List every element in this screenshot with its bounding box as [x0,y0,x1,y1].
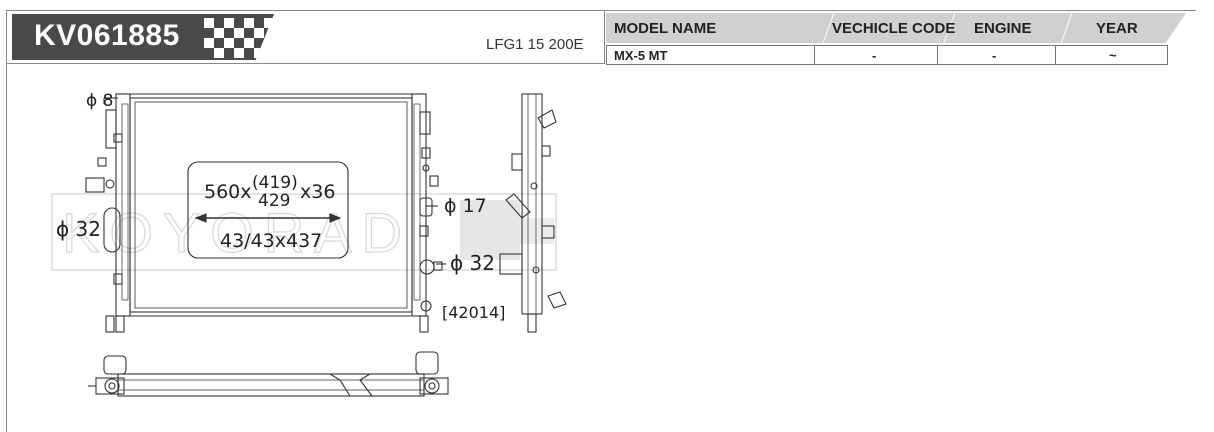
callout-right-lower: ϕ 32 [450,251,495,275]
header-vehicle-code: VECHICLE CODE [832,20,956,37]
callout-drain-code: [42014] [442,303,505,322]
cell-year: ~ [1109,48,1117,63]
engine-code: LFG1 15 200E [486,36,584,53]
header-model-name: MODEL NAME [614,20,717,37]
right-tank [411,93,427,317]
spec-table-row [606,45,1168,65]
header-engine: ENGINE [974,20,1032,37]
callout-right-upper: ϕ 17 [444,195,487,217]
dim-core-alt-bottom: 429 [258,191,290,211]
cell-vehicle-code: - [872,48,877,63]
dim-core-alt-top: (419) [252,173,298,193]
header-box [6,11,605,64]
radiator-bottom-view [88,351,449,397]
cell-engine: - [992,48,997,63]
spec-table: MODEL NAME VECHICLE CODE ENGINE YEAR MX-… [606,13,1186,67]
header-year: YEAR [1096,20,1138,37]
callout-inlet-pipe: ϕ 8 [86,91,113,111]
dim-core-prefix: 560x [204,181,252,203]
checkered-flag-icon [204,18,272,58]
part-number: KV061885 [34,19,180,52]
dimension-box [187,161,349,259]
dim-core-suffix: x36 [300,181,335,203]
callout-left-hose: ϕ 32 [56,217,101,241]
frame-top-rule [6,10,1196,11]
frame-left-rule [6,10,7,432]
cell-model-name: MX-5 MT [614,48,668,63]
radiator-side-view [499,93,567,333]
dim-tank: 43/43x437 [220,230,322,252]
spec-table-header [606,13,1186,43]
